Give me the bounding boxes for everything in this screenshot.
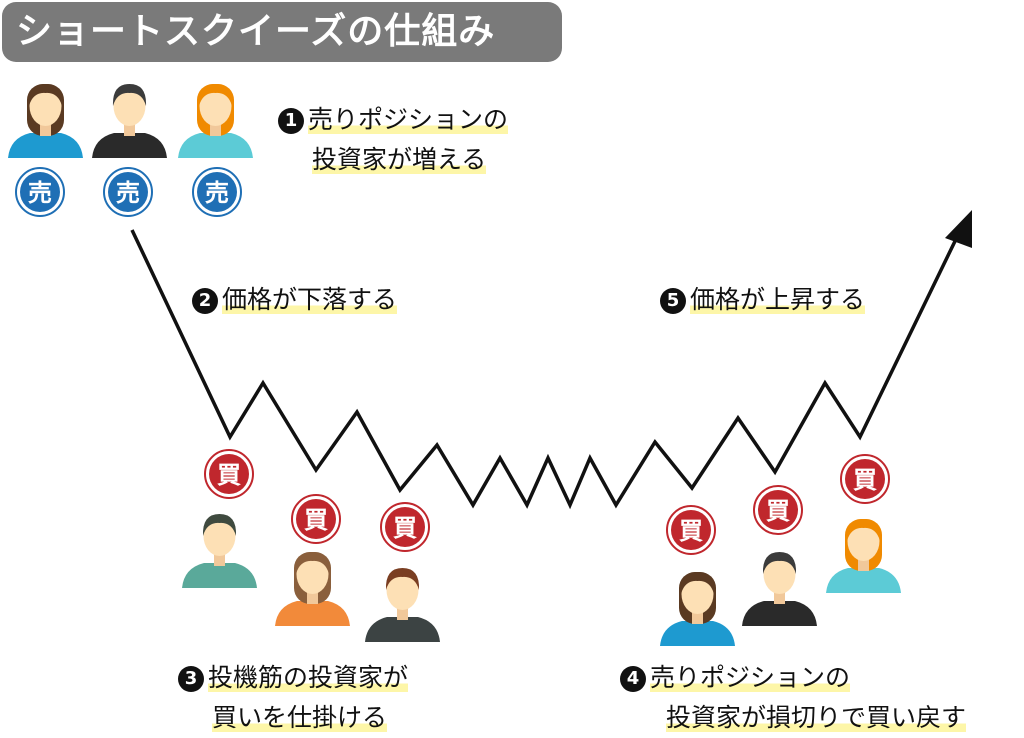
- svg-text:買: 買: [304, 506, 328, 534]
- svg-text:売: 売: [28, 179, 52, 207]
- step-number-5: 5: [660, 288, 686, 314]
- svg-text:売: 売: [116, 179, 140, 207]
- arrow-head-icon: [945, 210, 972, 248]
- buy-badge: 買: [753, 485, 803, 535]
- page-title: ショートスクイーズの仕組み: [2, 2, 562, 62]
- step-number-3: 3: [178, 666, 204, 692]
- svg-text:売: 売: [205, 179, 229, 207]
- step-2-line-1: 価格が下落する: [222, 285, 398, 314]
- investor-avatar: [660, 572, 735, 646]
- step-3-line-2: 買いを仕掛ける: [212, 703, 388, 732]
- investor-avatar: [826, 519, 901, 593]
- investor-avatar: [742, 552, 817, 626]
- svg-text:買: 買: [679, 517, 703, 545]
- step-4-line-2: 投資家が損切りで買い戻す: [666, 703, 967, 732]
- investor-avatar: [275, 552, 350, 626]
- buy-badge: 買: [291, 494, 341, 544]
- step-5-line-1: 価格が上昇する: [690, 285, 866, 314]
- investor-avatar: [92, 84, 167, 158]
- buy-badge: 買: [380, 502, 430, 552]
- sell-badge: 売: [103, 167, 153, 217]
- sell-badge: 売: [15, 167, 65, 217]
- step-number-1: 1: [278, 108, 304, 134]
- svg-text:買: 買: [217, 461, 241, 489]
- svg-text:買: 買: [853, 466, 877, 494]
- buy-badge: 買: [204, 449, 254, 499]
- step-1-line-1: 売りポジションの: [308, 105, 509, 134]
- svg-text:買: 買: [393, 514, 417, 542]
- buy-badge: 買: [666, 505, 716, 555]
- buy-badge: 買: [840, 454, 890, 504]
- step-4-line-1: 売りポジションの: [650, 663, 851, 692]
- investor-avatar: [182, 514, 257, 588]
- svg-text:買: 買: [766, 497, 790, 525]
- step-3-line-1: 投機筋の投資家が: [208, 663, 409, 692]
- investor-avatar: [178, 84, 253, 158]
- investor-avatar: [8, 84, 83, 158]
- step-number-4: 4: [620, 666, 646, 692]
- step-1-line-2: 投資家が増える: [312, 145, 487, 174]
- sell-badge: 売: [192, 167, 242, 217]
- price-line: [130, 229, 960, 510]
- investor-avatar: [365, 568, 440, 642]
- step-number-2: 2: [192, 288, 218, 314]
